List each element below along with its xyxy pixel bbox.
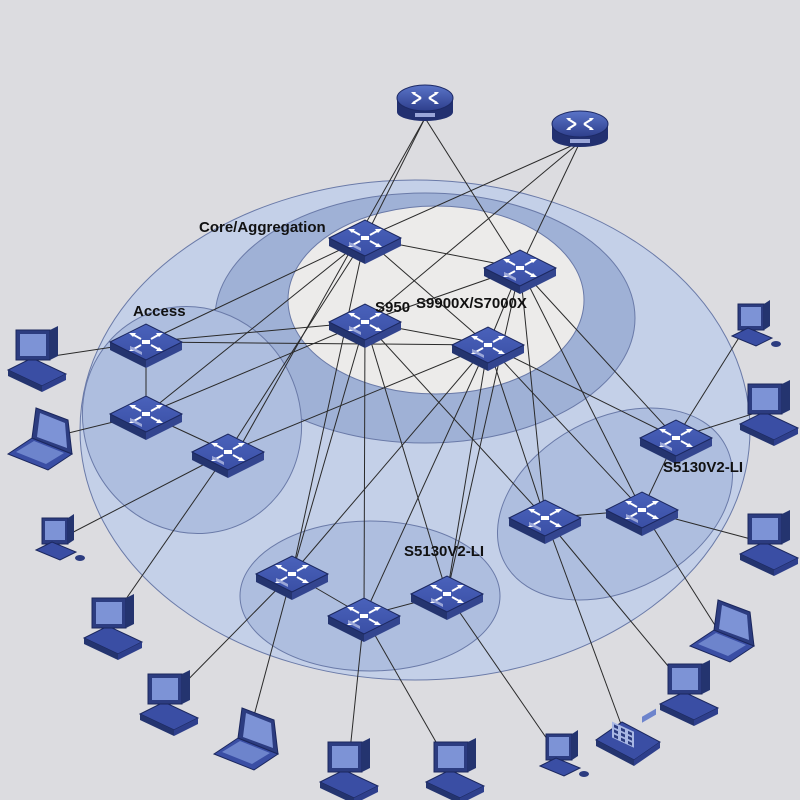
routers — [396, 84, 609, 147]
access-switch-icon[interactable] — [409, 575, 485, 620]
desktop-pc-icon — [538, 730, 589, 777]
access-switch-icon[interactable] — [190, 433, 266, 478]
access-switch-icon[interactable] — [604, 491, 680, 536]
access-switch-icon[interactable] — [326, 597, 402, 642]
access-switch-icon[interactable] — [108, 323, 184, 368]
desktop-pc-icon — [738, 510, 800, 576]
access-switch-icon[interactable] — [254, 555, 330, 600]
laptop-icon — [6, 407, 74, 471]
desktop-pc-icon — [658, 660, 720, 726]
labels: Core/Aggregation Access S950 S9900X/S700… — [133, 219, 743, 560]
core-model-partial-label: S950 — [375, 299, 410, 316]
access-switch-icon[interactable] — [507, 499, 583, 544]
core-model-label: S9900X/S7000X — [416, 295, 527, 312]
desktop-pc-icon — [730, 300, 781, 347]
core-switch-icon[interactable] — [327, 219, 403, 264]
core-switch-icon[interactable] — [327, 303, 403, 348]
desktop-pc-icon — [138, 670, 200, 736]
laptop-icon — [688, 599, 756, 663]
desktop-pc-icon — [34, 514, 85, 561]
access-switch-icon[interactable] — [108, 395, 184, 440]
core-switch-icon[interactable] — [450, 326, 526, 371]
access-label: Access — [133, 303, 186, 320]
links — [39, 117, 766, 771]
endpoints — [6, 300, 800, 800]
laptop-icon — [212, 707, 280, 771]
core-switch-icon[interactable] — [482, 249, 558, 294]
access-bottom-model-label: S5130V2-LI — [404, 543, 484, 560]
desktop-pc-icon — [318, 738, 380, 800]
desktop-pc-icon — [6, 326, 68, 392]
router-icon[interactable] — [551, 110, 609, 147]
desktop-pc-icon — [738, 380, 800, 446]
router-icon[interactable] — [396, 84, 454, 121]
access-switch-icon[interactable] — [638, 419, 714, 464]
desktop-pc-icon — [82, 594, 144, 660]
ip-phone-icon — [595, 708, 661, 766]
access-right-model-label: S5130V2-LI — [663, 459, 743, 476]
desktop-pc-icon — [424, 738, 486, 800]
switches — [108, 219, 714, 642]
core-aggregation-label: Core/Aggregation — [199, 219, 326, 236]
